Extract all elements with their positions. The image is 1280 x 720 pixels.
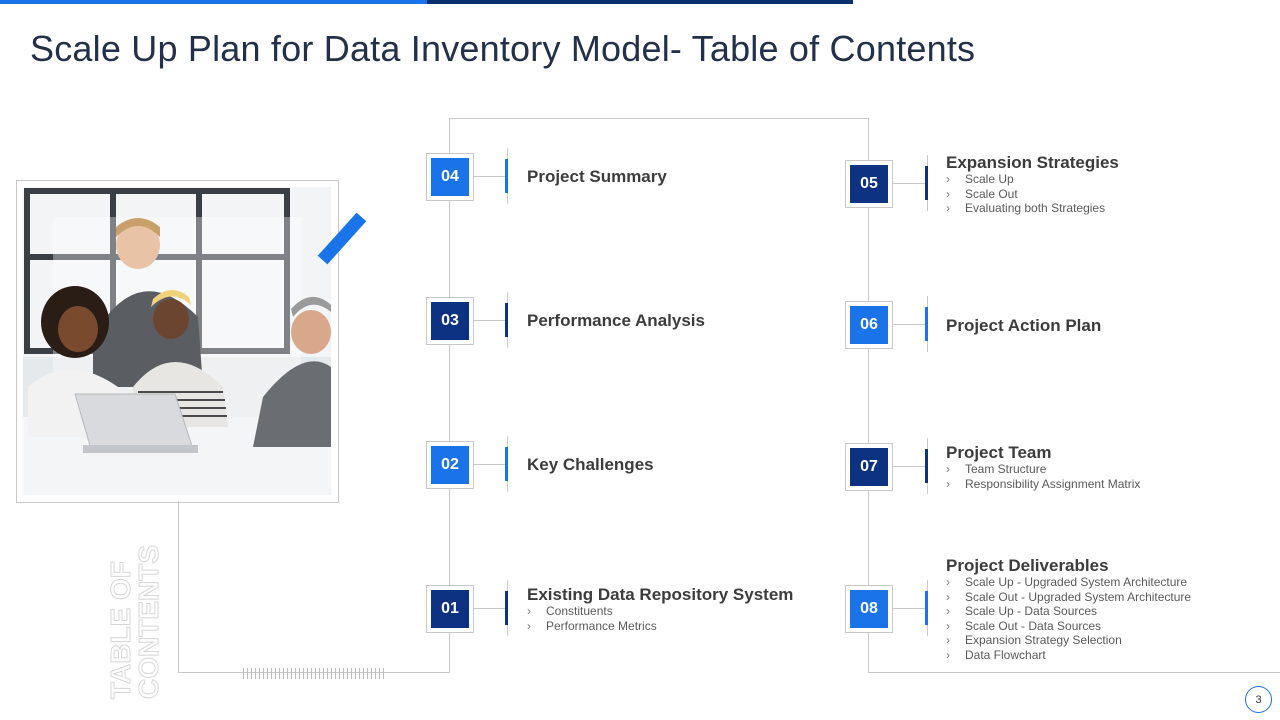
toc-item-title[interactable]: Project Team [946, 443, 1052, 462]
toc-item-title[interactable]: Project Summary [527, 167, 667, 186]
toc-subitem[interactable]: › Constituents [527, 604, 657, 619]
toc-subitem-label: Scale Up [965, 172, 1014, 186]
toc-subitem-label: Constituents [546, 604, 613, 618]
toc-item-title[interactable]: Existing Data Repository System [527, 585, 794, 604]
chevron-right-icon: › [946, 589, 950, 604]
connector-tick [473, 176, 506, 177]
toc-subitem-label: Evaluating both Strategies [965, 201, 1106, 215]
side-label-line1: TABLE OF [105, 561, 137, 700]
divider-accent [505, 159, 508, 193]
divider-accent [925, 591, 928, 625]
connector-line [449, 118, 868, 119]
connector-line [449, 118, 450, 673]
toc-subitem[interactable]: › Expansion Strategy Selection [946, 633, 1191, 648]
toc-item-title[interactable]: Project Action Plan [946, 316, 1102, 335]
connector-tick [892, 608, 925, 609]
team-photo-illustration [23, 187, 331, 495]
toc-subitem[interactable]: › Data Flowchart [946, 648, 1191, 663]
toc-subitem[interactable]: › Scale Up - Data Sources [946, 604, 1191, 619]
toc-subitem-label: Data Flowchart [965, 647, 1046, 662]
top-accent-bar-dark [427, 0, 853, 4]
chevron-right-icon: › [946, 201, 950, 215]
chevron-right-icon: › [527, 604, 531, 618]
chevron-right-icon: › [946, 476, 950, 491]
toc-subitem[interactable]: › Scale Up [946, 172, 1105, 187]
toc-sublist: › Constituents › Performance Metrics [527, 604, 657, 633]
connector-tick [473, 320, 506, 321]
toc-subitem-label: Scale Out [965, 186, 1018, 201]
chevron-right-icon: › [946, 604, 950, 618]
chevron-right-icon: › [946, 186, 950, 201]
top-accent-bar-light [0, 0, 427, 4]
chevron-right-icon: › [946, 633, 950, 647]
chevron-right-icon: › [946, 647, 950, 662]
connector-line [178, 501, 179, 673]
toc-subitem[interactable]: › Team Structure [946, 462, 1140, 477]
toc-number-label: 05 [850, 165, 888, 203]
divider-accent [925, 449, 928, 483]
toc-subitem-label: Team Structure [965, 462, 1047, 476]
toc-item-title[interactable]: Key Challenges [527, 455, 654, 474]
page-number-badge: 3 [1245, 686, 1272, 713]
toc-number-label: 07 [850, 448, 888, 486]
connector-line [868, 672, 1280, 673]
toc-subitem-label: Scale Out - Upgraded System Architecture [965, 589, 1192, 604]
toc-subitem-label: Expansion Strategy Selection [965, 633, 1122, 647]
toc-number-01[interactable]: 01 [426, 585, 474, 633]
toc-item-title[interactable]: Project Deliverables [946, 556, 1109, 575]
chevron-right-icon: › [946, 618, 950, 633]
connector-tick [473, 464, 506, 465]
toc-number-06[interactable]: 06 [845, 301, 893, 349]
toc-sublist: › Scale Up › Scale Out › Evaluating both St… [946, 172, 1105, 216]
connector-line [868, 118, 869, 673]
chevron-right-icon: › [946, 575, 950, 589]
toc-subitem-label: Scale Out - Data Sources [965, 618, 1102, 633]
toc-subitem[interactable]: › Scale Out [946, 187, 1105, 202]
toc-number-label: 03 [431, 302, 469, 340]
chevron-right-icon: › [946, 172, 950, 186]
toc-subitem[interactable]: › Scale Out - Upgraded System Architectur… [946, 590, 1191, 605]
toc-number-05[interactable]: 05 [845, 160, 893, 208]
chevron-right-icon: › [946, 462, 950, 476]
toc-subitem[interactable]: › Performance Metrics [527, 619, 657, 634]
toc-subitem[interactable]: › Responsibility Assignment Matrix [946, 477, 1140, 492]
toc-number-07[interactable]: 07 [845, 443, 893, 491]
chevron-right-icon: › [527, 618, 531, 633]
team-photo [23, 187, 331, 495]
toc-number-label: 08 [850, 590, 888, 628]
toc-subitem-label: Responsibility Assignment Matrix [965, 476, 1141, 491]
toc-number-03[interactable]: 03 [426, 297, 474, 345]
toc-item-title[interactable]: Performance Analysis [527, 311, 705, 330]
divider-accent [505, 447, 508, 481]
toc-number-04[interactable]: 04 [426, 153, 474, 201]
divider-accent [505, 591, 508, 625]
connector-tick [892, 183, 925, 184]
toc-subitem-label: Scale Up - Upgraded System Architecture [965, 575, 1188, 589]
toc-sublist: › Team Structure › Responsibility Assignme… [946, 462, 1140, 491]
connector-tick [473, 608, 506, 609]
toc-subitem[interactable]: › Scale Out - Data Sources [946, 619, 1191, 634]
divider-accent [925, 166, 928, 200]
toc-subitem[interactable]: › Evaluating both Strategies [946, 201, 1105, 216]
ruler-ticks [243, 668, 385, 679]
toc-subitem-label: Scale Up - Data Sources [965, 604, 1098, 618]
divider-accent [925, 307, 928, 341]
toc-item-title[interactable]: Expansion Strategies [946, 153, 1119, 172]
page-title: Scale Up Plan for Data Inventory Model- … [30, 28, 976, 69]
toc-number-label: 06 [850, 306, 888, 344]
toc-number-label: 02 [431, 446, 469, 484]
toc-number-08[interactable]: 08 [845, 585, 893, 633]
connector-tick [892, 324, 925, 325]
side-label-line2: CONTENTS [133, 545, 165, 700]
connector-tick [892, 466, 925, 467]
divider-accent [505, 303, 508, 337]
toc-subitem[interactable]: › Scale Up - Upgraded System Architecture [946, 575, 1191, 590]
toc-sublist: › Scale Up - Upgraded System Architecture… [946, 575, 1191, 662]
toc-number-02[interactable]: 02 [426, 441, 474, 489]
toc-number-label: 01 [431, 590, 469, 628]
toc-number-label: 04 [431, 158, 469, 196]
toc-subitem-label: Performance Metrics [546, 618, 657, 633]
